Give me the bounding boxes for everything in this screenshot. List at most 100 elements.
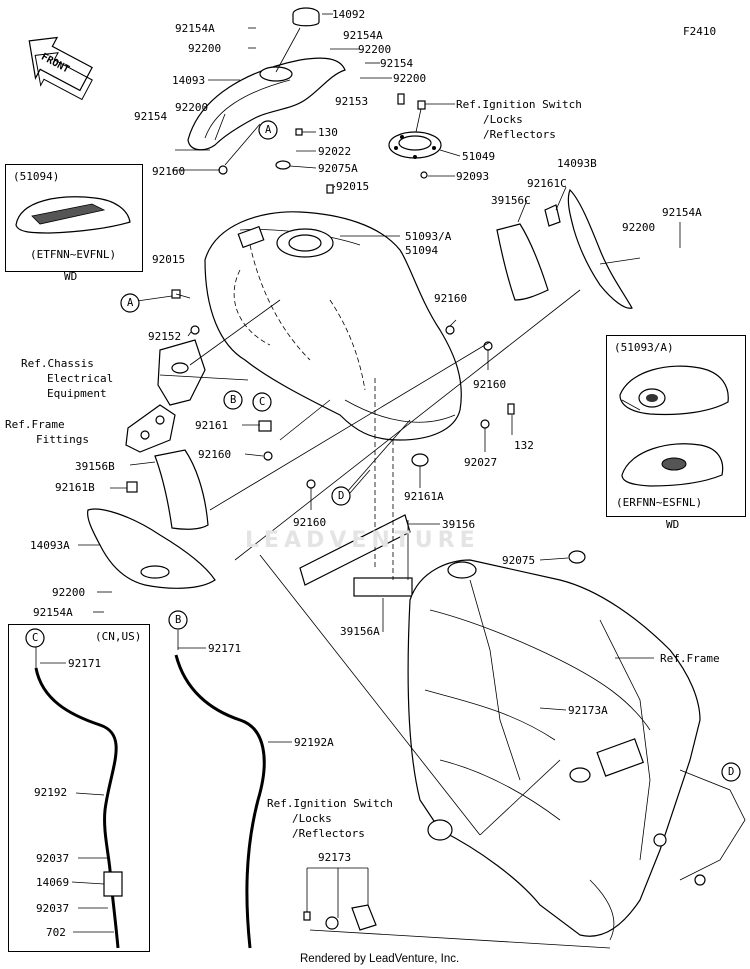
part-label: 92161A	[404, 490, 444, 503]
front-arrow-icon	[28, 36, 93, 101]
inset-right-variants: (ERFNN~ESFNL)	[616, 496, 703, 509]
ref-ignition-top-1: Ref.Ignition Switch	[456, 98, 582, 111]
chassis-bracket	[125, 339, 206, 453]
part-label: 92200	[188, 42, 222, 55]
callout-b-hose: B	[175, 614, 182, 626]
part-label: 92160	[293, 516, 327, 529]
ref-frame: Ref.Frame	[660, 652, 720, 665]
ref-chassis-3: Equipment	[47, 387, 107, 400]
part-label: 92171	[68, 657, 102, 670]
hose-92192a	[174, 654, 266, 949]
part-label: 92200	[622, 221, 656, 234]
ref-ignition-top-2: /Locks	[483, 113, 523, 126]
callout-d-frame: D	[728, 766, 735, 778]
ref-ignition-bottom-2: /Locks	[292, 812, 332, 825]
inset-right-model: (51093/A)	[614, 341, 674, 354]
part-label: 92027	[464, 456, 498, 469]
part-label: 92154	[380, 57, 414, 70]
leader-lines	[35, 13, 681, 933]
part-label: 51094	[405, 244, 439, 257]
ref-ignition-bottom-3: /Reflectors	[292, 827, 365, 840]
inset-left-box	[5, 164, 143, 272]
part-label: 702	[46, 926, 66, 939]
part-label: 92173A	[568, 704, 608, 717]
part-label: 92160	[152, 165, 186, 178]
inset-left-tank-illustration	[15, 196, 131, 234]
pad-39156	[299, 514, 411, 586]
part-label: 92154A	[343, 29, 383, 42]
inset-right-tank-illustration	[619, 365, 729, 487]
pad-39156b	[154, 449, 209, 530]
callout-a-left: A	[127, 297, 134, 309]
ref-frame-fittings-1: Ref.Frame	[5, 418, 65, 431]
part-label: 92037	[36, 852, 70, 865]
part-label: 39156B	[75, 460, 115, 473]
ignition-switch-parts	[303, 904, 611, 949]
part-label: 92161C	[527, 177, 567, 190]
footer-credit: Rendered by LeadVenture, Inc.	[300, 953, 460, 965]
part-label: 92037	[36, 902, 70, 915]
part-label: 51093/A	[405, 230, 452, 243]
part-label: 92154	[134, 110, 168, 123]
part-label: 92160	[434, 292, 468, 305]
part-label: 92173	[318, 851, 352, 864]
frame	[407, 559, 746, 941]
part-label: 92171	[208, 642, 242, 655]
hose-group-box	[8, 624, 150, 952]
part-label: 92200	[175, 101, 209, 114]
inset-left-model: (51094)	[13, 170, 60, 183]
part-label: 14093	[172, 74, 206, 87]
inset-right-box	[606, 335, 746, 517]
part-label: 92161B	[55, 481, 95, 494]
callout-a-top: A	[265, 124, 272, 136]
part-label: 92154A	[662, 206, 702, 219]
part-label: 92154A	[175, 22, 215, 35]
hose-box-region: (CN,US)	[95, 630, 142, 643]
part-label: 92154A	[33, 606, 73, 619]
part-label: 92075	[502, 554, 536, 567]
part-label: 14093A	[30, 539, 70, 552]
inset-left-finish: WD	[64, 270, 78, 283]
ref-ignition-bottom-1: Ref.Ignition Switch	[267, 797, 393, 810]
part-label: 92152	[148, 330, 182, 343]
part-label: 92022	[318, 145, 352, 158]
fuel-tank	[204, 211, 462, 441]
part-label: 92015	[152, 253, 186, 266]
callout-c-tank: C	[259, 396, 266, 408]
upper-tank-cover	[187, 57, 346, 151]
part-label: 92093	[456, 170, 490, 183]
part-label: 92200	[52, 586, 86, 599]
watermark: LEADVENTURE	[245, 528, 480, 553]
ref-frame-fittings-2: Fittings	[36, 433, 89, 446]
inset-right-finish: WD	[666, 518, 680, 531]
callout-d-tank: D	[338, 490, 345, 502]
part-label: 14093B	[557, 157, 597, 170]
part-label: 39156	[442, 518, 476, 531]
part-label: 92200	[393, 72, 427, 85]
part-label: 39156A	[340, 625, 380, 638]
part-label: 92192A	[294, 736, 334, 749]
callout-c-hose: C	[32, 632, 39, 644]
fuel-cap-lock	[388, 100, 442, 159]
ref-chassis-1: Ref.Chassis	[21, 357, 94, 370]
diagram-code: F2410	[683, 25, 717, 38]
left-side-cover	[87, 508, 216, 589]
part-label: 14092	[332, 8, 366, 21]
callout-b-tank: B	[230, 394, 237, 406]
part-label: 92153	[335, 95, 369, 108]
pad-39156c	[496, 223, 549, 301]
part-label: 130	[318, 126, 338, 139]
ref-chassis-2: Electrical	[47, 372, 114, 385]
part-label: 39156C	[491, 194, 531, 207]
part-label: 132	[514, 439, 534, 452]
part-label: 14069	[36, 876, 70, 889]
part-label: 92075A	[318, 162, 358, 175]
callout-circles	[25, 120, 741, 782]
fuel-cap-top	[275, 7, 320, 73]
part-label: 92161	[195, 419, 229, 432]
part-label: 92015	[336, 180, 370, 193]
right-side-cover	[544, 188, 633, 309]
pad-39156a	[353, 577, 413, 597]
